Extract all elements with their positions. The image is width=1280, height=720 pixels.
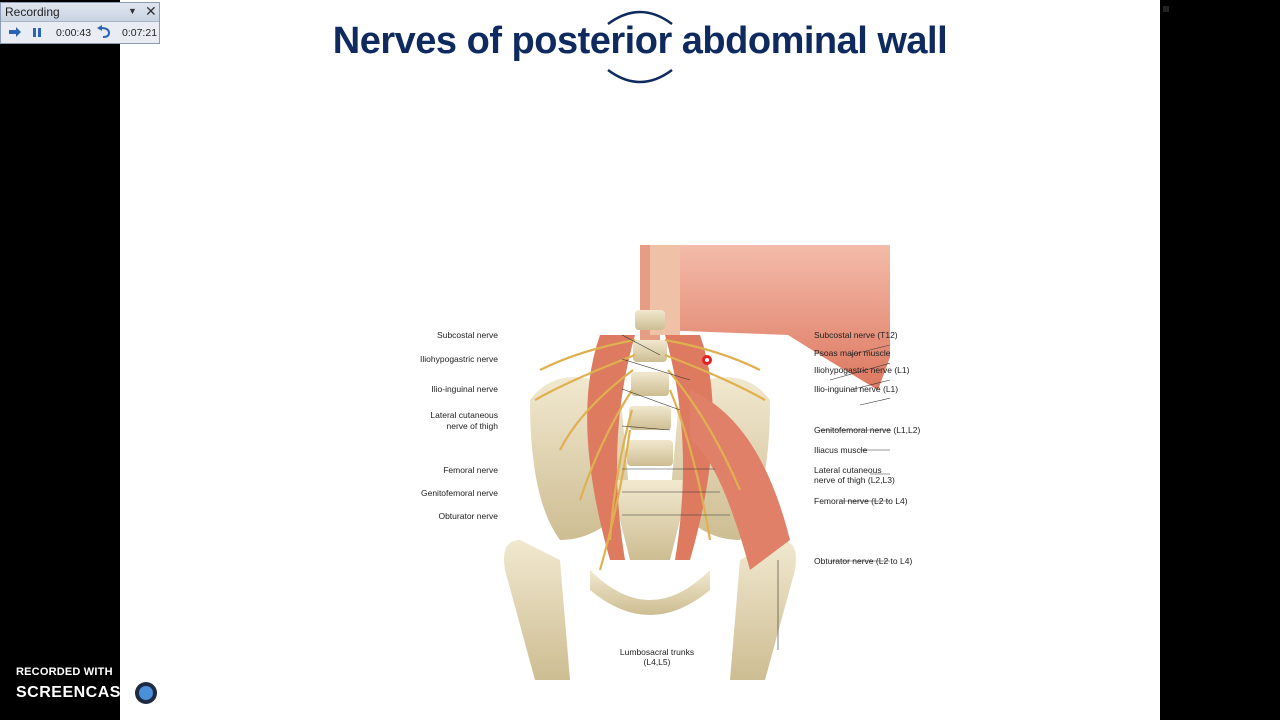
label-psoas-major-muscle: Psoas major muscle [814,348,891,358]
anatomy-figure [504,245,890,680]
label-lateral-cutaneous-right-line2: nerve of thigh (L2,L3) [814,475,895,485]
pause-icon[interactable] [29,25,45,39]
watermark-screencast: SCREENCAST [16,684,132,701]
label-genitofemoral-nerve: Genitofemoral nerve [420,488,498,498]
label-subcostal-nerve-t12: Subcostal nerve (T12) [814,330,898,340]
undo-icon[interactable] [96,25,112,39]
slide-title: Nerves of posterior abdominal wall [332,20,948,62]
label-lateral-cutaneous-right-line1: Lateral cutaneous [814,465,882,475]
label-lateral-cutaneous-line1: Lateral cutaneous [430,410,498,420]
total-time: 0:07:21 [122,27,158,39]
label-iliohypogastric-nerve: Iliohypogastric nerve [420,354,498,364]
edge-marker [1163,6,1169,12]
play-arrow-icon[interactable] [7,25,23,39]
elapsed-time: 0:00:43 [56,27,92,39]
screencast-o-matic-logo-icon [131,678,161,708]
label-genitofemoral-nerve-l1-l2: Genitofemoral nerve (L1,L2) [814,425,921,435]
label-obturator-nerve: Obturator nerve [438,511,498,521]
label-ilio-inguinal-nerve-l1: Ilio-inguinal nerve (L1) [814,384,899,394]
label-lateral-cutaneous-line2: nerve of thigh [446,421,498,431]
dropdown-icon[interactable]: ▼ [128,6,137,16]
label-obturator-nerve-l2-l4: Obturator nerve (L2 to L4) [814,556,913,566]
recording-controls: 0:00:43 0:07:21 [1,22,159,44]
label-femoral-nerve: Femoral nerve [443,465,498,475]
slide: Nerves of posterior abdominal wall [120,0,1160,720]
watermark-matic: MATIC [164,684,216,701]
recording-titlebar[interactable]: Recording ▼ ✕ [1,3,159,22]
title-arc-decoration [607,10,673,84]
label-ilio-inguinal-nerve: Ilio-inguinal nerve [431,384,498,394]
label-femoral-nerve-l2-l4: Femoral nerve (L2 to L4) [814,496,908,506]
recording-widget: Recording ▼ ✕ 0:00:43 0:07:21 [0,2,160,44]
watermark-recorded-with: RECORDED WITH [16,666,113,678]
label-lumbosacral-trunks-line1: Lumbosacral trunks [619,647,695,657]
recording-title: Recording [5,5,60,19]
label-iliohypogastric-nerve-l1: Iliohypogastric nerve (L1) [814,365,910,375]
label-subcostal-nerve: Subcostal nerve [437,330,498,340]
label-iliacus-muscle: Iliacus muscle [814,445,868,455]
close-icon[interactable]: ✕ [145,3,157,19]
label-lumbosacral-trunks-line2: (L4,L5) [643,657,671,667]
